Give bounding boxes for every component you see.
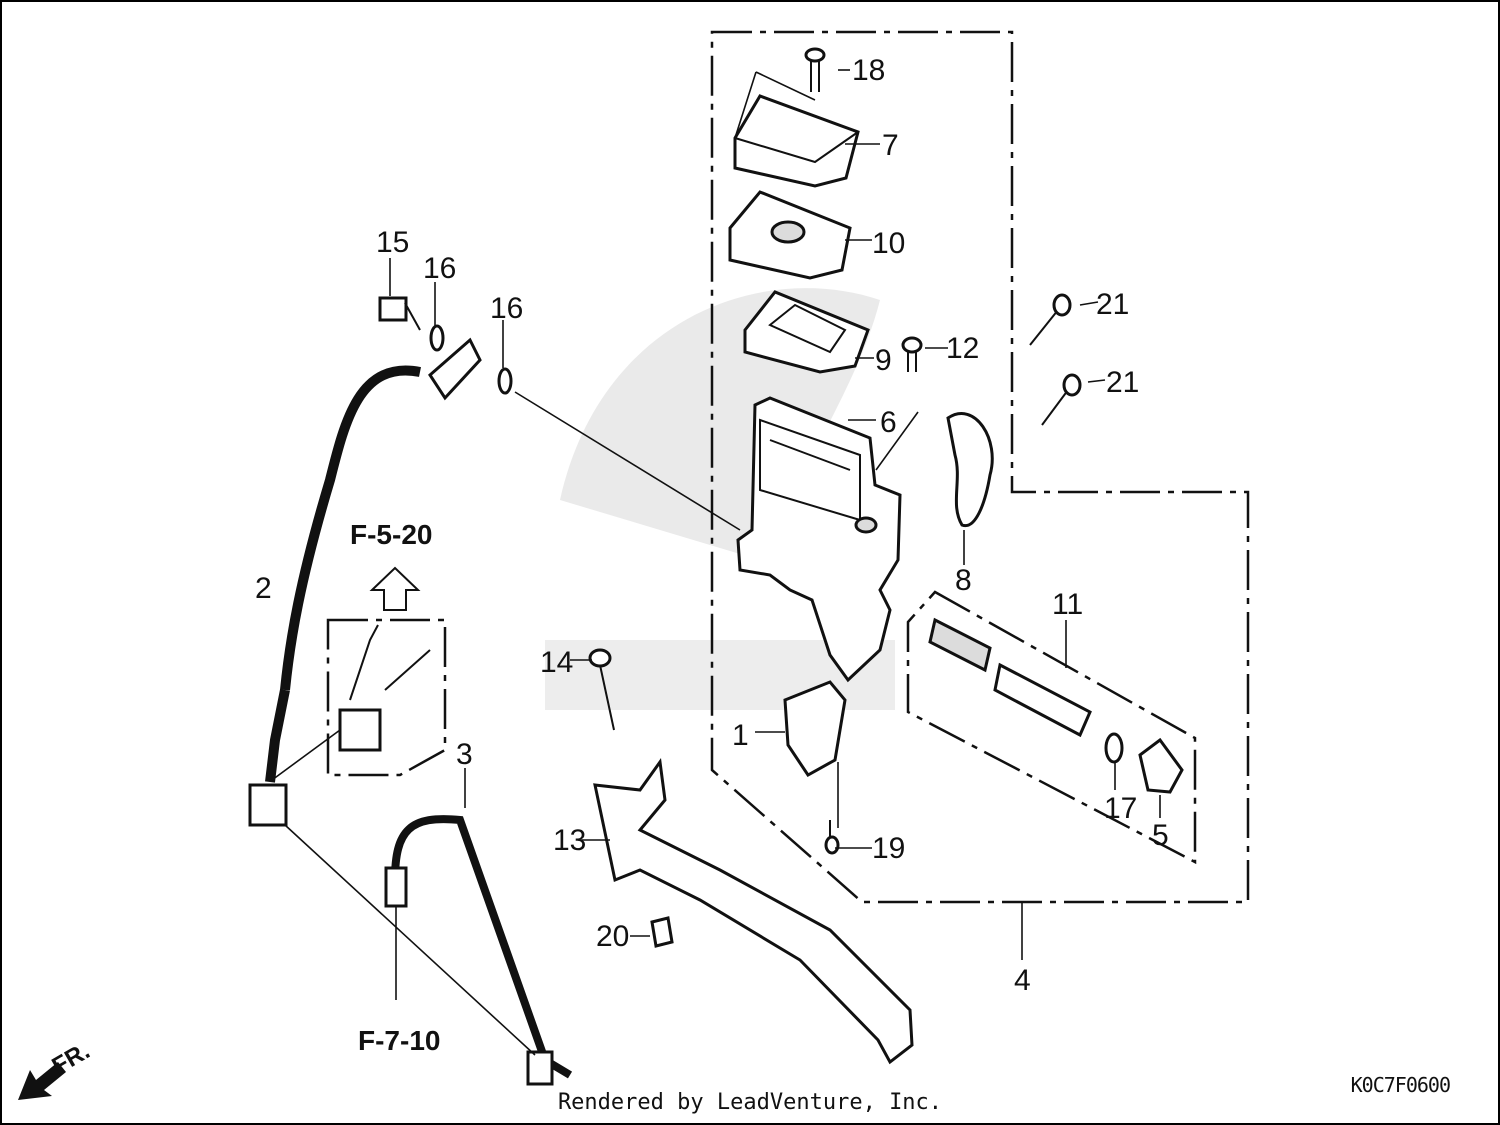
- callout-1: 1: [732, 719, 749, 752]
- callout-20: 20: [596, 920, 629, 953]
- part-16-washer-b: [497, 367, 513, 395]
- part-14-bolt: [588, 648, 615, 731]
- part-16-washer-a: [429, 324, 445, 352]
- part-19-screw: [824, 835, 840, 855]
- inset-outline: [326, 618, 447, 777]
- callout-19: 19: [872, 832, 905, 865]
- callout-17: 17: [1104, 792, 1137, 825]
- callout-13: 13: [553, 824, 586, 857]
- callout-4: 4: [1014, 964, 1031, 997]
- part-1-switch: [783, 680, 847, 777]
- master-cylinder-body: [736, 396, 902, 683]
- part-15-bolt: [378, 296, 421, 331]
- part-9-diaphragm: [743, 290, 870, 374]
- part-11-piston-kit: [928, 617, 1092, 738]
- part-10-plate: [728, 190, 852, 280]
- part-7-cap: [733, 94, 860, 188]
- part-21-bolt-a: [1029, 293, 1072, 346]
- piston-kit-outline: [906, 590, 1197, 865]
- callout-16-b: 16: [490, 292, 523, 325]
- callout-10: 10: [872, 227, 905, 260]
- part-2-hose: [248, 337, 482, 827]
- callout-11: 11: [1052, 588, 1083, 621]
- diagram-code: K0C7F0600: [1350, 1073, 1451, 1097]
- callout-3: 3: [456, 738, 473, 771]
- callout-7: 7: [882, 129, 899, 162]
- callout-12: 12: [946, 332, 979, 365]
- callout-21-a: 21: [1096, 288, 1129, 321]
- part-8-clamp: [946, 412, 994, 528]
- part-21-bolt-b: [1041, 373, 1082, 426]
- ref-upper: F-5-20: [350, 519, 432, 550]
- callout-18: 18: [852, 54, 885, 87]
- footer-credit: Rendered by LeadVenture, Inc.: [557, 1090, 943, 1115]
- part-13-lever: [593, 758, 914, 1065]
- part-12-screw: [901, 336, 923, 372]
- part-20-nut: [650, 916, 674, 948]
- leader-lines: [271, 69, 1161, 1056]
- part-5-boot: [1138, 737, 1184, 794]
- callout-14: 14: [540, 646, 573, 679]
- callout-16-a: 16: [423, 252, 456, 285]
- part-18-screw: [804, 47, 826, 92]
- callout-labels: 1 2 3 4 5 6 7 8 9 10 11 12 13 14 15 16 1…: [255, 54, 1169, 997]
- inset-fitting: [338, 624, 431, 752]
- assembly-outline: [710, 30, 1250, 904]
- part-17-circlip: [1104, 732, 1124, 764]
- callout-21-b: 21: [1106, 366, 1139, 399]
- up-arrow-icon: [369, 566, 421, 611]
- callout-15: 15: [376, 226, 409, 259]
- callout-8: 8: [955, 564, 972, 597]
- ref-lower: F-7-10: [358, 1025, 440, 1056]
- callout-9: 9: [875, 344, 892, 377]
- callout-5: 5: [1152, 819, 1169, 852]
- callout-2: 2: [255, 572, 272, 605]
- callout-6: 6: [880, 406, 897, 439]
